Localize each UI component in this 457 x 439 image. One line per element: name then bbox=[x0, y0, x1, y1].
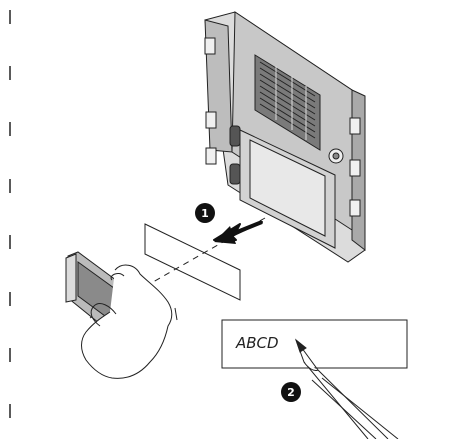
step-1-number: 1 bbox=[201, 207, 209, 220]
step-2-number: 2 bbox=[287, 386, 295, 399]
screw-icon bbox=[328, 148, 344, 164]
pencil-icon bbox=[294, 338, 399, 439]
label-card bbox=[144, 223, 241, 301]
step-2-badge: 2 bbox=[281, 382, 301, 402]
hand-with-cover bbox=[65, 251, 178, 379]
speaker-grille bbox=[254, 54, 321, 151]
label-card-text: ABCD bbox=[235, 334, 279, 352]
button-bottom bbox=[229, 163, 241, 185]
arrow-head bbox=[214, 226, 236, 244]
label-card-written: ABCD bbox=[221, 319, 408, 369]
door-entry-panel bbox=[204, 11, 366, 263]
button-top bbox=[229, 125, 241, 147]
step-1-badge: 1 bbox=[195, 203, 215, 223]
